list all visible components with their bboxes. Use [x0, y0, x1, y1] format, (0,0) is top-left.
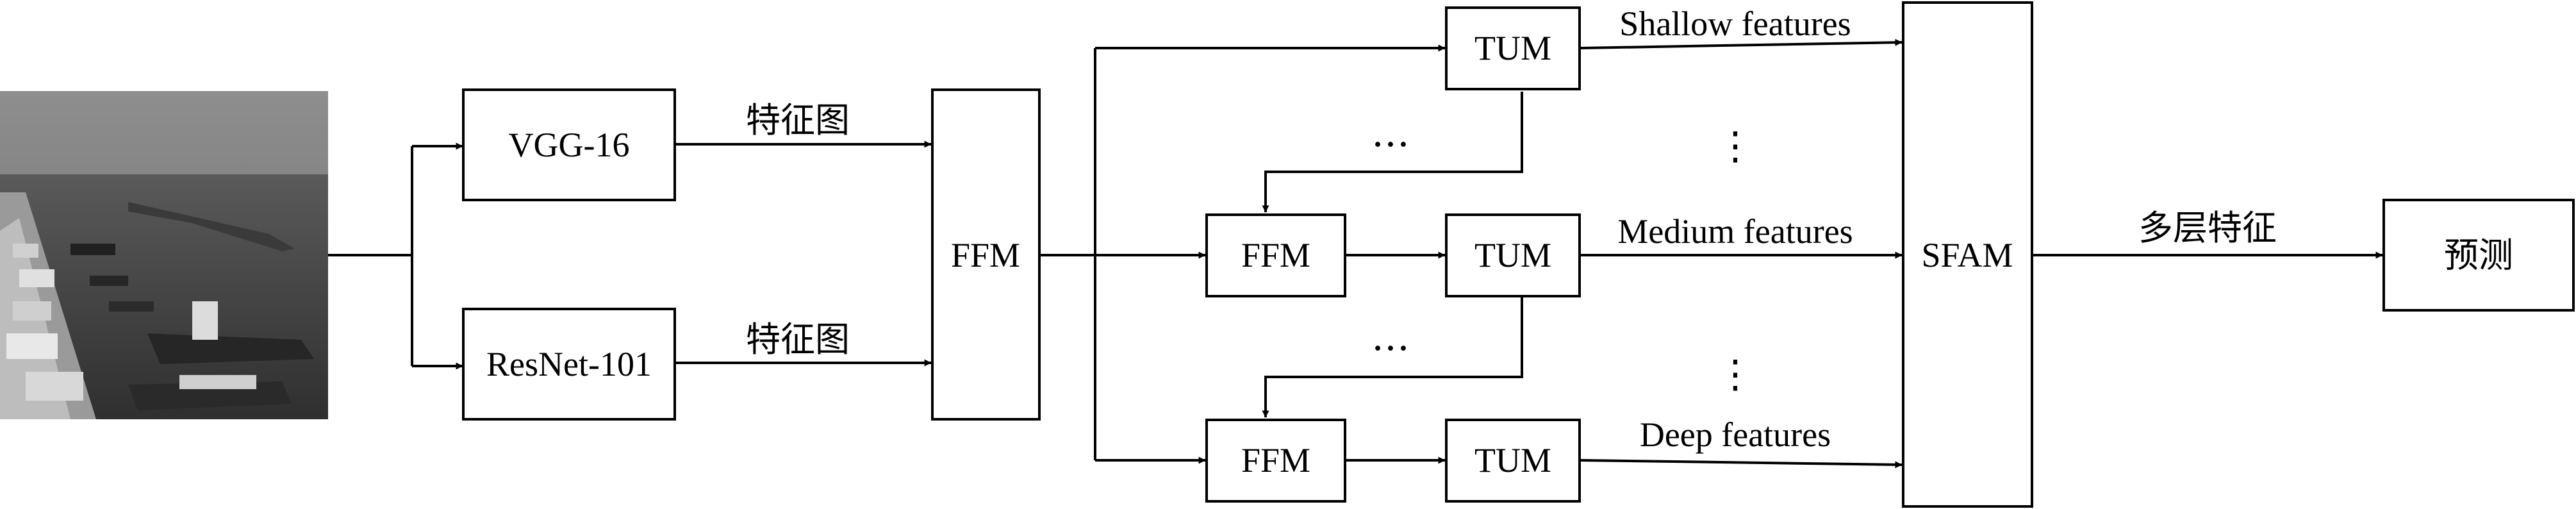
ffm-main-label: FFM: [951, 236, 1020, 274]
prediction-box: [2382, 199, 2575, 312]
resnet101-box: [462, 308, 676, 421]
tum-box-bottom: [1445, 419, 1581, 503]
vgg16-label: VGG-16: [509, 126, 630, 164]
ellipsis-vertical-bottom: ⋮: [1716, 352, 1754, 397]
multi-level-features-label: 多层特征: [2138, 208, 2277, 248]
tum-label-top: TUM: [1474, 29, 1551, 67]
vgg16-box: [462, 88, 676, 201]
tum-box-middle: [1445, 213, 1581, 297]
tum-label-middle: TUM: [1474, 236, 1551, 274]
shallow-features-label: Shallow features: [1619, 4, 1851, 43]
tum-box-top: [1445, 6, 1581, 90]
deep-features-label: Deep features: [1640, 415, 1831, 454]
tum-label-bottom: TUM: [1474, 441, 1551, 480]
feature-map-label-bottom: 特征图: [746, 319, 850, 360]
ellipsis-horizontal-bottom: …: [1371, 315, 1410, 360]
ffm-main-box: [931, 88, 1041, 421]
ffm-box-middle: [1205, 213, 1346, 297]
ellipsis-vertical-top: ⋮: [1716, 124, 1754, 169]
prediction-label: 预测: [2444, 235, 2513, 276]
sfam-label: SFAM: [1921, 236, 2013, 274]
medium-features-label: Medium features: [1617, 212, 1853, 251]
resnet101-label: ResNet-101: [486, 345, 652, 383]
connector-lines: [328, 38, 2383, 469]
harbor-photo-icon: [0, 91, 328, 419]
sfam-box: [1902, 1, 2033, 508]
ffm-label-bottom: FFM: [1241, 441, 1310, 480]
ellipsis-horizontal-top: …: [1371, 111, 1410, 156]
ffm-label-middle: FFM: [1241, 236, 1310, 274]
feature-map-label-top: 特征图: [746, 100, 850, 140]
ffm-box-bottom: [1205, 419, 1346, 503]
